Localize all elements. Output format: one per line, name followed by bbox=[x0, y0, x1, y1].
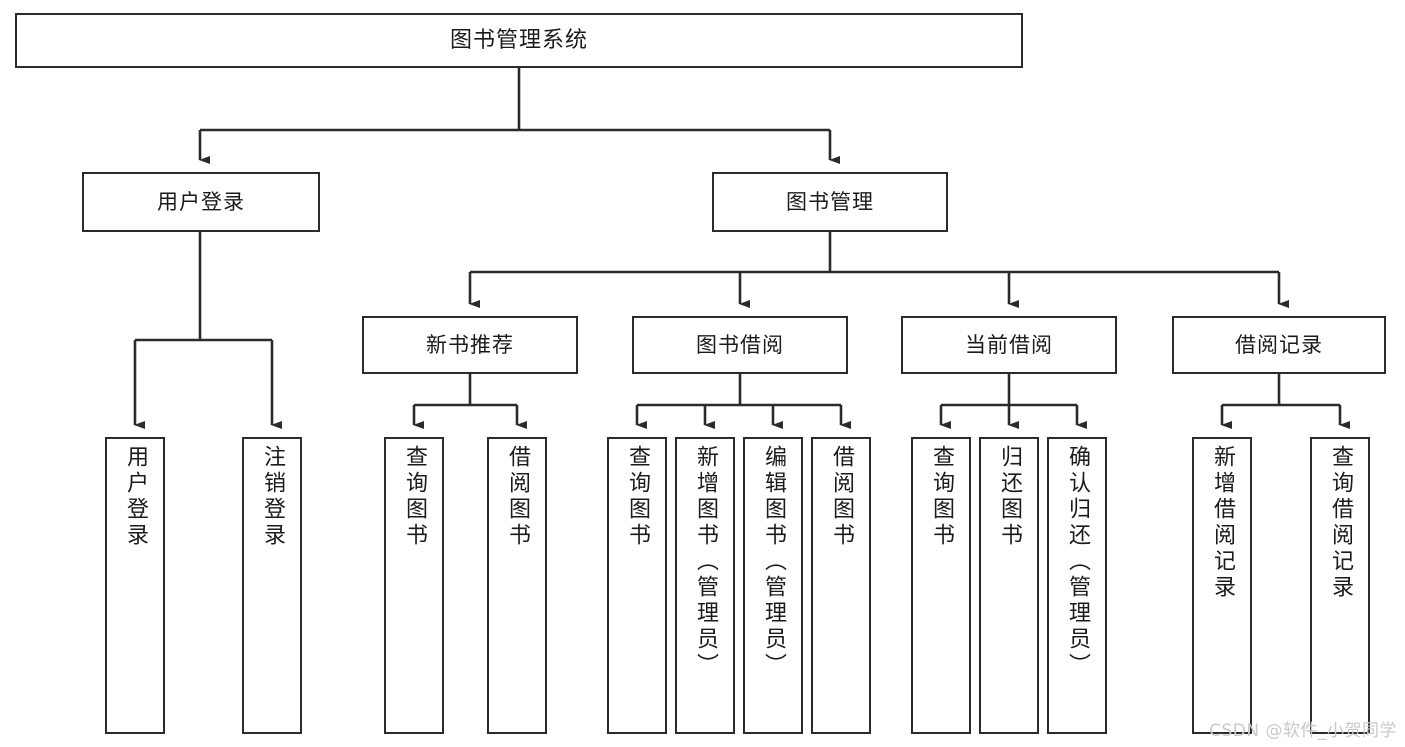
node-label: 借阅记录 bbox=[1235, 332, 1323, 357]
node-label: 查询图书 bbox=[625, 445, 650, 549]
node-label: 查询借阅记录 bbox=[1328, 445, 1353, 601]
node-new-book-recommend[interactable]: 新书推荐 bbox=[362, 316, 578, 374]
node-label: 新增图书（管理员） bbox=[693, 445, 718, 679]
node-label: 新增借阅记录 bbox=[1210, 445, 1235, 601]
node-label: 图书管理 bbox=[786, 189, 874, 214]
leaf-user-login-logout[interactable]: 注销登录 bbox=[242, 437, 302, 734]
node-book-management[interactable]: 图书管理 bbox=[712, 172, 948, 232]
node-label: 新书推荐 bbox=[426, 332, 514, 357]
node-user-login[interactable]: 用户登录 bbox=[82, 172, 320, 232]
node-root-book-management-system[interactable]: 图书管理系统 bbox=[15, 13, 1023, 68]
leaf-current-borrow-query-book[interactable]: 查询图书 bbox=[911, 437, 971, 734]
leaf-user-login-login[interactable]: 用户登录 bbox=[105, 437, 165, 734]
leaf-new-book-query-book[interactable]: 查询图书 bbox=[384, 437, 444, 734]
node-borrow-record[interactable]: 借阅记录 bbox=[1172, 316, 1386, 374]
node-label: 借阅图书 bbox=[505, 445, 530, 549]
leaf-book-borrow-edit-book-admin[interactable]: 编辑图书（管理员） bbox=[743, 437, 803, 734]
node-label: 借阅图书 bbox=[829, 445, 854, 549]
node-label: 归还图书 bbox=[997, 445, 1022, 549]
leaf-book-borrow-query-book[interactable]: 查询图书 bbox=[607, 437, 667, 734]
leaf-borrow-record-add-record[interactable]: 新增借阅记录 bbox=[1192, 437, 1252, 734]
node-label: 编辑图书（管理员） bbox=[761, 445, 786, 679]
node-label: 确认归还（管理员） bbox=[1065, 445, 1090, 679]
csdn-watermark: CSDN @软件_小贺同学 bbox=[1209, 721, 1397, 741]
node-label: 图书借阅 bbox=[696, 332, 784, 357]
leaf-borrow-record-query-record[interactable]: 查询借阅记录 bbox=[1310, 437, 1370, 734]
leaf-book-borrow-add-book-admin[interactable]: 新增图书（管理员） bbox=[675, 437, 735, 734]
leaf-new-book-borrow-book[interactable]: 借阅图书 bbox=[487, 437, 547, 734]
leaf-current-borrow-confirm-return-admin[interactable]: 确认归还（管理员） bbox=[1047, 437, 1107, 734]
node-label: 查询图书 bbox=[402, 445, 427, 549]
node-label: 当前借阅 bbox=[965, 332, 1053, 357]
node-current-borrow[interactable]: 当前借阅 bbox=[901, 316, 1117, 374]
node-label: 注销登录 bbox=[260, 445, 285, 549]
node-label: 用户登录 bbox=[157, 189, 245, 214]
leaf-current-borrow-return-book[interactable]: 归还图书 bbox=[979, 437, 1039, 734]
node-label: 用户登录 bbox=[123, 445, 148, 549]
node-book-borrow[interactable]: 图书借阅 bbox=[632, 316, 848, 374]
leaf-book-borrow-borrow-book[interactable]: 借阅图书 bbox=[811, 437, 871, 734]
node-label: 查询图书 bbox=[929, 445, 954, 549]
node-label: 图书管理系统 bbox=[449, 27, 588, 53]
